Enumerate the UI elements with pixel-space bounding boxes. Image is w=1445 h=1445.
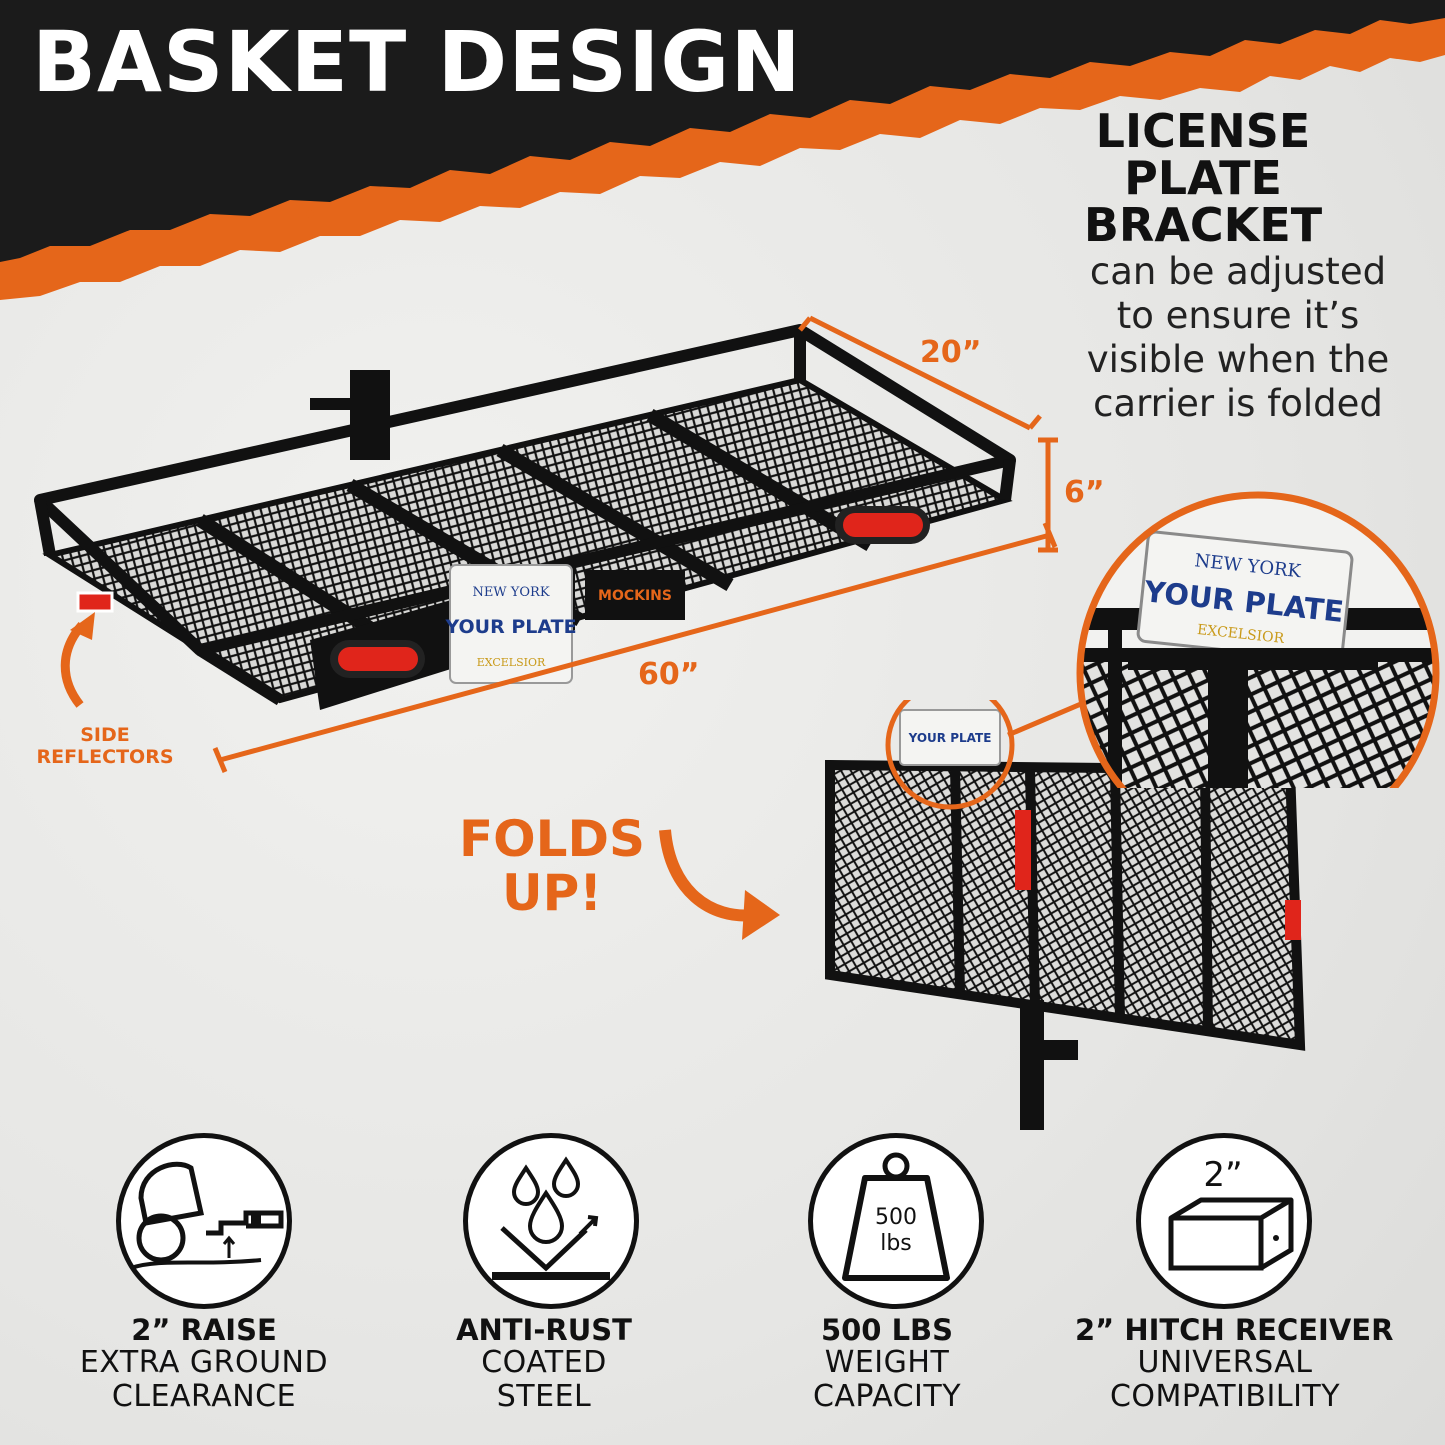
dim-width-line (808, 315, 1032, 431)
description-line: carrier is folded (1093, 382, 1383, 425)
folds-arrow (659, 829, 780, 940)
feature-line: EXTRA GROUND (79, 1345, 329, 1380)
taillight-left (330, 640, 425, 678)
side-reflectors-label: SIDE REFLECTORS (18, 724, 192, 768)
feature-line: STEEL (496, 1379, 592, 1414)
torn-header-background (0, 0, 1445, 300)
weight-icon-label: 500 (875, 1205, 917, 1230)
feature-title: ANTI-RUST (456, 1313, 632, 1347)
dark-torn-band (0, 0, 1445, 262)
heading-line: BRACKET (1083, 198, 1323, 252)
dim-length-line (219, 532, 1051, 763)
zoom-ring (1076, 491, 1440, 788)
license-plate: NEW YORK YOUR PLATE EXCELSIOR (444, 564, 577, 684)
feature-line: CAPACITY (812, 1379, 962, 1414)
feature-title: 2” HITCH RECEIVER (1075, 1313, 1394, 1347)
feature-title: 500 LBS (820, 1313, 954, 1347)
feature-weight: 500 LBS WEIGHT CAPACITY (737, 1314, 1037, 1414)
receiver-tube-icon: 2” (1136, 1133, 1312, 1309)
plate-state: NEW YORK (472, 585, 549, 600)
folds-up-label: FOLDS UP! (452, 812, 652, 920)
folds-line: UP! (501, 864, 603, 922)
feature-line: COMPATIBILITY (1109, 1379, 1341, 1414)
water-repel-icon (463, 1133, 639, 1309)
receiver-size-label: 2” (1203, 1155, 1242, 1195)
width-dimension-label: 20” (920, 335, 982, 370)
weight-icon-unit: lbs (880, 1231, 912, 1256)
description-line: to ensure it’s (1116, 294, 1360, 337)
basket-side-posts (34, 330, 1016, 706)
brand-logo: MOCKINS (598, 588, 672, 604)
taillight-right (835, 506, 930, 544)
plate-zoom-inset: NEW YORK YOUR PLATE EXCELSIOR (1076, 491, 1440, 788)
side-reflectors-line: SIDE (80, 724, 130, 746)
small-plate-text: YOUR PLATE (908, 731, 992, 745)
raised-hitch-icon (116, 1133, 292, 1309)
hitch-mount-post (350, 370, 390, 460)
heading-line: LICENSE (1095, 104, 1311, 158)
height-dimension-label: 6” (1064, 475, 1105, 510)
reflector-arrow (60, 622, 86, 708)
folds-line: FOLDS (458, 810, 646, 868)
description-line: can be adjusted (1089, 250, 1387, 293)
feature-line: CLEARANCE (111, 1379, 297, 1414)
plate-bracket-description: can be adjusted to ensure it’s visible w… (1068, 250, 1408, 426)
feature-title: 2” RAISE (131, 1313, 277, 1347)
paint-speckles (107, 61, 1183, 261)
plate-text: YOUR PLATE (444, 616, 576, 638)
cargo-carrier-illustration: NEW YORK YOUR PLATE EXCELSIOR MOCKINS (34, 315, 1058, 773)
length-dimension-label: 60” (638, 657, 700, 692)
heading-line: PLATE (1124, 151, 1282, 205)
plate-highlight-ring (885, 700, 1015, 810)
side-reflector (76, 591, 114, 613)
dimension-lines (212, 315, 1058, 773)
plate-bracket-heading: LICENSE PLATE BRACKET (1053, 108, 1353, 249)
side-reflectors-line: REFLECTORS (36, 746, 174, 768)
description-line: visible when the (1086, 338, 1390, 381)
page-title: BASKET DESIGN (32, 13, 802, 111)
folded-carrier-illustration: YOUR PLATE (825, 700, 1306, 1130)
feature-anti-rust: ANTI-RUST COATED STEEL (394, 1314, 694, 1414)
feature-line: WEIGHT (824, 1345, 950, 1380)
weight-icon: 500 lbs (808, 1133, 984, 1309)
feature-line: UNIVERSAL (1137, 1345, 1313, 1380)
plate-slogan: EXCELSIOR (477, 656, 546, 669)
feature-hitch-receiver: 2” HITCH RECEIVER UNIVERSAL COMPATIBILIT… (1075, 1313, 1394, 1414)
feature-line: COATED (481, 1345, 607, 1380)
feature-raise: 2” RAISE EXTRA GROUND CLEARANCE (54, 1314, 354, 1414)
